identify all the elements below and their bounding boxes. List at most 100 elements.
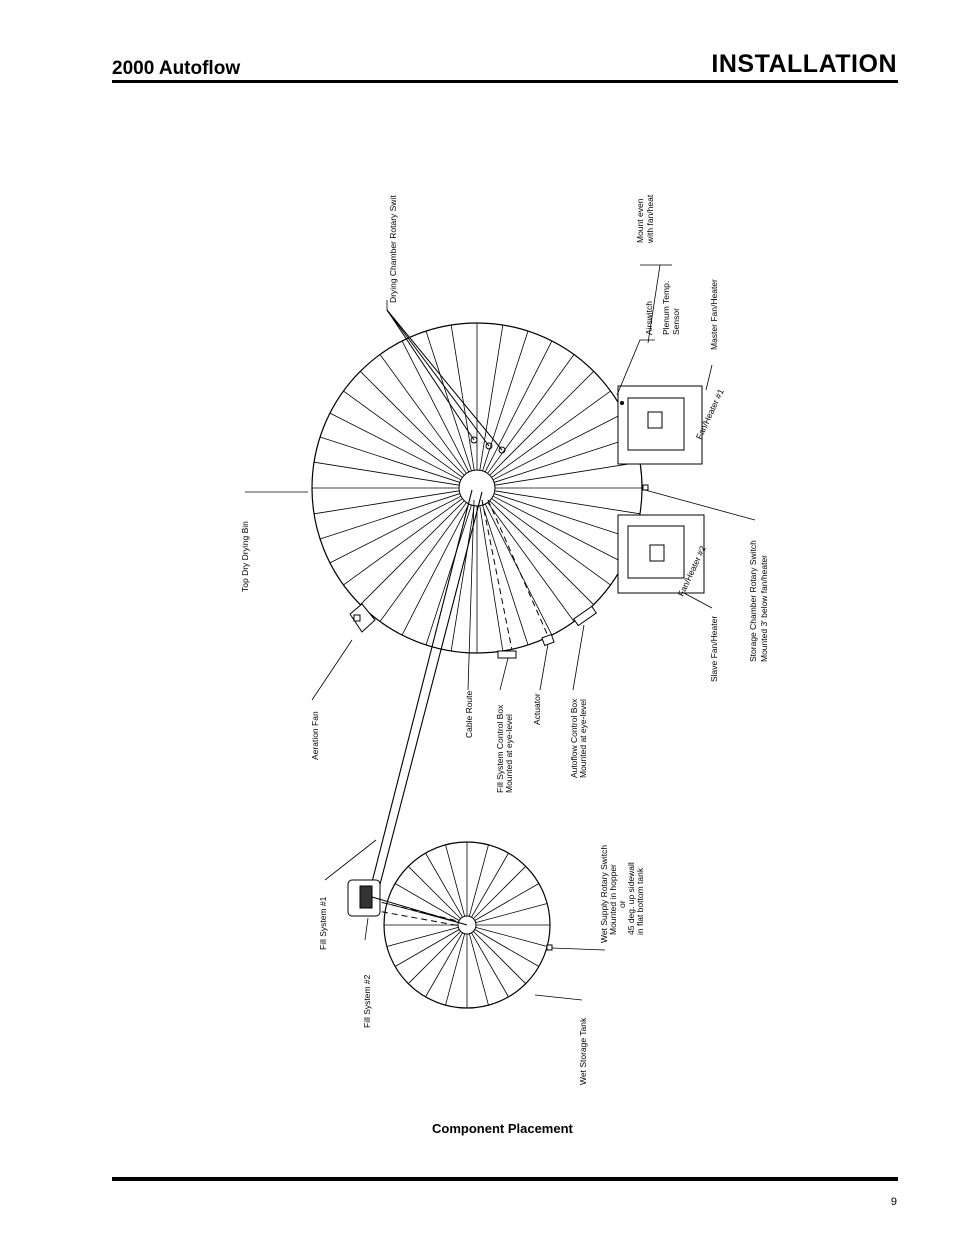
aeration-fan — [349, 603, 376, 633]
spoke-line — [450, 505, 475, 652]
spoke-line — [471, 852, 509, 918]
spoke-line — [474, 883, 540, 921]
spoke-line — [493, 436, 635, 483]
spoke-line — [425, 504, 472, 646]
wet-supply-switch-label-3: or — [617, 900, 627, 908]
wet-supply-switch-label-2: Mounted in hopper — [608, 864, 618, 935]
spoke-line — [450, 324, 475, 471]
spoke-line — [408, 931, 461, 984]
spoke-line — [401, 340, 470, 473]
drying-chamber-switches — [386, 309, 506, 454]
plenum-sensor-label-2: Sensor — [671, 308, 681, 335]
spoke-line — [394, 929, 460, 967]
spoke-line — [360, 371, 465, 476]
autoflow-control-box-label-2: Mounted at eye-level — [578, 699, 588, 778]
autoflow-control-box-label-1: Autoflow Control Box — [569, 698, 579, 778]
wet-supply-switch-label-4: 45 deg. up sidewall — [626, 862, 636, 935]
wet-supply-switch-label-1: Wet Supply Rotary Switch — [599, 845, 609, 943]
spoke-line — [475, 903, 548, 924]
spoke-line — [445, 844, 466, 917]
spoke-line — [482, 330, 529, 472]
spoke-line — [386, 926, 459, 947]
spoke-line — [493, 493, 635, 540]
figure-caption: Component Placement — [432, 1121, 573, 1136]
fill-control-box-label-2: Mounted at eye-level — [504, 714, 514, 793]
cable-route-label: Cable Route — [464, 690, 474, 738]
aeration-fan-label: Aeration Fan — [310, 711, 320, 760]
wet-supply-switch-point — [546, 944, 553, 951]
mount-even-label-2: with fan/heat — [645, 194, 655, 244]
storage-switch-label-2: Mounted 3' below fan/heater — [759, 555, 769, 662]
spoke-line — [445, 933, 466, 1006]
page-number: 9 — [890, 1196, 897, 1208]
spoke-line — [394, 883, 460, 921]
document-title: 2000 Autoflow — [112, 58, 241, 79]
spoke-line — [329, 412, 462, 481]
spoke-line — [319, 436, 461, 483]
spoke-line — [474, 929, 540, 967]
fill-system-control-box — [497, 650, 517, 659]
actuator — [541, 633, 555, 647]
spoke-line — [425, 330, 472, 472]
fill-system-1-label: Fill System #1 — [318, 896, 328, 950]
spoke-line — [468, 844, 489, 917]
spoke-line — [482, 504, 529, 646]
spoke-line — [313, 461, 460, 486]
spoke-line — [425, 932, 463, 998]
storage-switch-point — [642, 484, 649, 491]
spoke-line — [468, 933, 489, 1006]
spoke-line — [491, 498, 611, 586]
leader-lines — [245, 264, 756, 1001]
spoke-line — [401, 503, 470, 636]
plenum-sensor-label-1: Plenum Temp. — [661, 281, 671, 335]
spoke-line — [408, 866, 461, 919]
header-rule — [112, 80, 898, 83]
fill-control-box-label-1: Fill System Control Box — [495, 704, 505, 793]
fan-heater-2 — [617, 514, 705, 594]
wet-tank-spokes — [384, 842, 550, 1008]
drying-chamber-switch-label: Drying Chamber Rotary Swit — [388, 195, 398, 303]
spoke-line — [471, 932, 509, 998]
top-dry-bin-label: Top Dry Drying Bin — [240, 521, 250, 592]
spoke-line — [491, 390, 611, 478]
spoke-line — [492, 412, 625, 481]
spoke-line — [494, 490, 641, 515]
spoke-line — [313, 490, 460, 515]
spoke-line — [479, 505, 504, 652]
spoke-line — [479, 324, 504, 471]
spoke-line — [379, 502, 467, 622]
bin-center-hub — [458, 469, 496, 507]
spoke-line — [489, 500, 594, 605]
spoke-line — [329, 495, 462, 564]
spoke-line — [487, 502, 575, 622]
spoke-line — [386, 903, 459, 924]
spoke-line — [425, 852, 463, 918]
airswitch-point — [620, 401, 624, 405]
spoke-line — [494, 461, 641, 486]
storage-switch-label-1: Storage Chamber Rotary Switch — [748, 540, 758, 662]
airswitch-label: Airswitch — [644, 301, 654, 335]
fill-system-hopper — [347, 879, 468, 926]
fill-system-2-label: Fill System #2 — [362, 974, 372, 1028]
actuator-label: Actuator — [532, 693, 542, 725]
spoke-line — [319, 493, 461, 540]
autoflow-control-box — [572, 605, 598, 627]
fill-auger-tube — [369, 489, 483, 893]
spoke-line — [492, 495, 625, 564]
master-fan-label: Master Fan/Heater — [709, 279, 719, 350]
cable-route-lines — [371, 499, 549, 928]
spoke-line — [343, 498, 463, 586]
mount-even-label-1: Mount even — [635, 198, 645, 243]
spoke-line — [489, 371, 594, 476]
spoke-line — [484, 340, 553, 473]
footer-rule — [112, 1177, 898, 1181]
spoke-line — [473, 866, 526, 919]
wet-supply-switch-label-5: in flat bottom tank — [635, 867, 645, 935]
fan-heater-1 — [617, 385, 703, 465]
spoke-line — [475, 926, 548, 947]
slave-fan-label: Slave Fan/Heater — [709, 616, 719, 682]
spoke-line — [343, 390, 463, 478]
spoke-line — [360, 500, 465, 605]
wet-storage-tank-label: Wet Storage Tank — [578, 1017, 588, 1085]
